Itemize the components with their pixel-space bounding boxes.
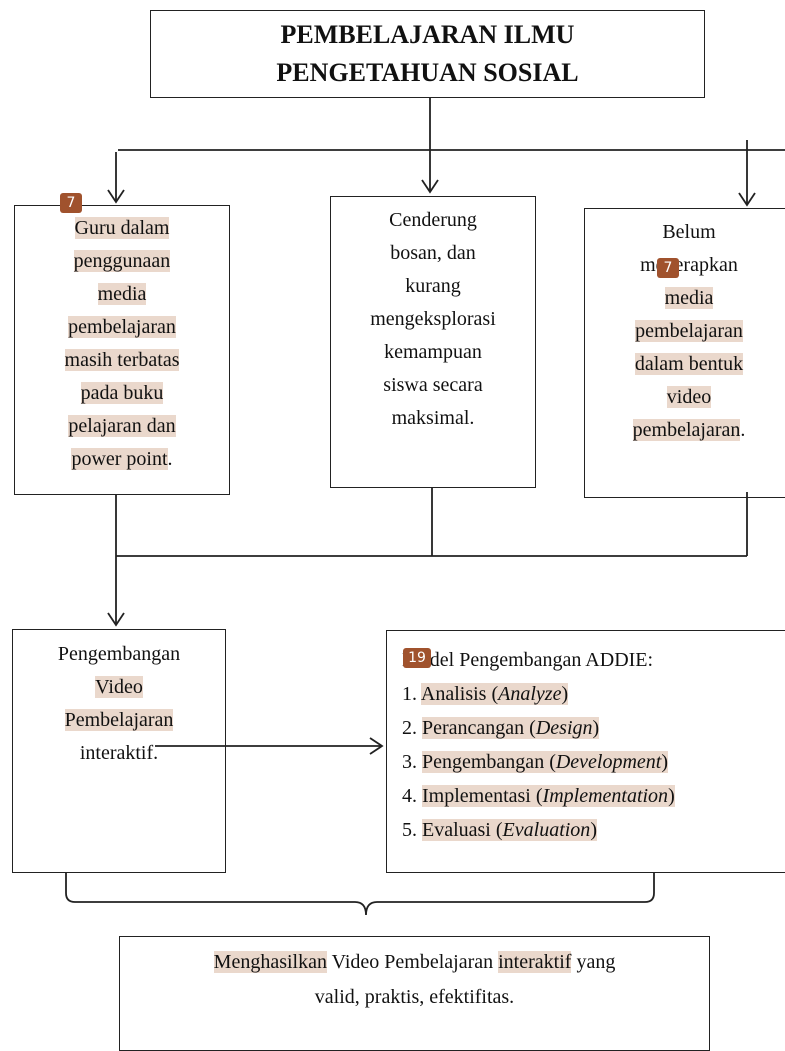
addie-item: 5. Evaluasi (Evaluation) (402, 819, 597, 841)
left-line: pembelajaran (68, 316, 176, 338)
addie-item: 3. Pengembangan (Development) (402, 751, 669, 773)
middle-line: Cenderung (389, 209, 477, 231)
right-problem-text: Belum menerapkan media pembelajaran dala… (584, 216, 785, 447)
development-box (12, 629, 226, 873)
result-word: interaktif (498, 951, 572, 973)
addie-item: 2. Perancangan (Design) (402, 717, 600, 739)
addie-item-en: Design (535, 717, 593, 739)
right-line: pembelajaran (635, 320, 743, 342)
result-word: Menghasilkan (213, 951, 327, 973)
addie-item-label: Pengembangan (422, 751, 545, 773)
addie-item-label: Analisis (420, 683, 487, 705)
addie-item-num: 1. (402, 683, 417, 705)
right-line: Belum (662, 221, 716, 243)
result-text: Menghasilkan Video Pembelajaran interakt… (119, 945, 710, 1015)
addie-item-label: Perancangan (422, 717, 525, 739)
left-line: media (97, 283, 147, 305)
title-box (150, 10, 705, 98)
dev-box-arrowhead (107, 612, 125, 627)
left-problem-text: Guru dalam penggunaan media pembelajaran… (14, 212, 230, 476)
addie-heading: Model Pengembangan ADDIE: (402, 649, 654, 671)
addie-item-en: Development (555, 751, 662, 773)
right-line: pembelajaran (632, 419, 741, 441)
addie-item-label: Implementasi (422, 785, 531, 807)
merge-bracket (65, 872, 655, 916)
dev-line: Pengembangan (57, 643, 181, 665)
annotation-badge: 19 (403, 648, 431, 668)
development-text: Pengembangan Video Pembelajaran interakt… (12, 638, 226, 770)
middle-line: kemampuan (384, 341, 482, 363)
left-line: power point (71, 448, 168, 470)
left-line: pelajaran dan (68, 415, 176, 437)
title-line-1: PEMBELAJARAN ILMU (280, 20, 575, 49)
middle-line: kurang (405, 275, 461, 297)
result-word: yang (571, 951, 616, 973)
middle-problem-box (330, 196, 536, 488)
left-line: masih terbatas (64, 349, 180, 371)
right-line: video (666, 386, 712, 408)
left-line: pada buku (80, 382, 164, 404)
result-word: Video Pembelajaran (326, 951, 499, 973)
middle-line: siswa secara (383, 374, 483, 396)
dev-line: interaktif. (79, 742, 159, 764)
left-line: penggunaan (73, 250, 171, 272)
right-line: menerapkan (640, 254, 738, 276)
annotation-badge: 7 (60, 193, 82, 213)
addie-item: 1. Analisis (Analyze) (402, 683, 569, 705)
left-down-arrowhead (107, 189, 125, 204)
left-line-period: . (167, 448, 173, 470)
title-line-2: PENGETAHUAN SOSIAL (276, 58, 579, 87)
addie-item-en: Analyze (498, 683, 562, 705)
middle-line: bosan, dan (390, 242, 476, 264)
right-line: dalam bentuk (634, 353, 744, 375)
addie-item-num: 3. (402, 751, 417, 773)
addie-item-num: 4. (402, 785, 417, 807)
addie-item-num: 2. (402, 717, 417, 739)
result-line-2: valid, praktis, efektifitas. (314, 986, 515, 1008)
annotation-badge: 7 (657, 258, 679, 278)
left-line: Guru dalam (74, 217, 170, 239)
dev-line: Pembelajaran (64, 709, 174, 731)
addie-item-en: Evaluation (502, 819, 591, 841)
dev-line: Video (95, 676, 143, 698)
addie-item-en: Implementation (542, 785, 669, 807)
middle-line: maksimal. (391, 407, 475, 429)
middle-line: mengeksplorasi (370, 308, 496, 330)
right-line-period: . (740, 419, 746, 441)
right-line: media (664, 287, 714, 309)
title-down-arrowhead (421, 179, 439, 194)
addie-item: 4. Implementasi (Implementation) (402, 785, 675, 807)
addie-item-num: 5. (402, 819, 417, 841)
right-down-arrowhead (738, 192, 756, 207)
addie-item-label: Evaluasi (422, 819, 491, 841)
middle-problem-text: Cenderung bosan, dan kurang mengeksplora… (330, 204, 536, 435)
addie-list: Model Pengembangan ADDIE: 1. Analisis (A… (402, 643, 785, 847)
diagram-title: PEMBELAJARAN ILMU PENGETAHUAN SOSIAL (150, 16, 705, 92)
dev-to-addie-arrowhead (369, 737, 384, 755)
